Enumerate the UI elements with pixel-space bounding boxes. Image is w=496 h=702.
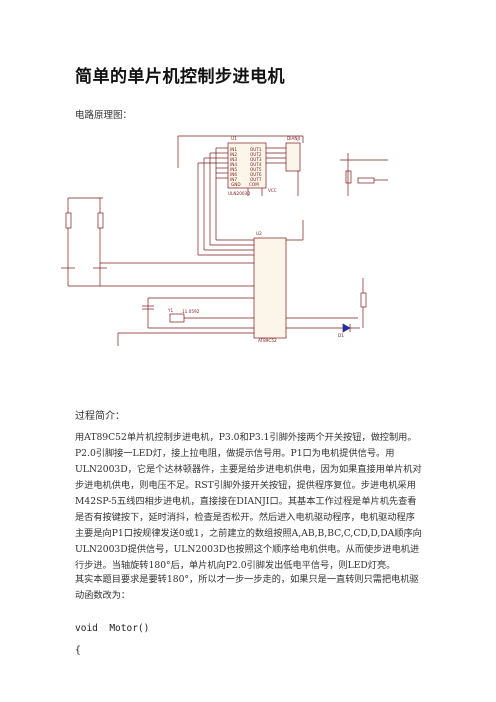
u2-part: AT89C52	[258, 338, 277, 343]
section-heading: 过程简介：	[75, 411, 125, 422]
conn-label: DIANJI	[287, 136, 300, 141]
u1-pin-in7: IN7	[230, 177, 237, 182]
u1-pin-out5: OUT5	[250, 167, 262, 172]
code-line-2: {	[75, 645, 81, 656]
u2-label: U2	[256, 231, 262, 236]
u1-pin-in4: IN4	[230, 162, 237, 167]
gnd-label: GND	[231, 182, 241, 187]
u1-pin-in6: IN6	[230, 172, 237, 177]
u1-part: ULN2003D	[228, 191, 250, 196]
code-line-1: void Motor()	[75, 623, 150, 634]
circuit-label: 电路原理图：	[75, 110, 133, 121]
u1-label: U1	[231, 136, 237, 141]
u1-pin-out2: OUT2	[250, 152, 262, 157]
paragraph-note: 其实本题目要求是要转180°，所以才一步一步走的，如果只是一直转则只需把电机驱动…	[75, 574, 419, 601]
u1-pin-in1: IN1	[230, 147, 237, 152]
u1-pin-in2: IN2	[230, 152, 237, 157]
com-label: COM	[249, 182, 259, 187]
u1-pin-out7: OUT7	[250, 177, 262, 182]
u1-pin-in5: IN5	[230, 167, 237, 172]
page-title: 简单的单片机控制步进电机	[75, 67, 285, 87]
u1-pin-out4: OUT4	[250, 162, 262, 167]
crystal-label: Y1	[167, 308, 174, 313]
paragraph-process: 用AT89C52单片机控制步进电机，P3.0和P3.1引脚外接两个开关按钮，做控…	[75, 432, 422, 571]
circuit-schematic: U1 ULN2003D DIANJI U2 AT89C52 GND COM VC…	[61, 135, 388, 346]
vcc-label: VCC	[268, 188, 277, 193]
led-label: D1	[338, 333, 344, 338]
u1-pin-out6: OUT6	[250, 172, 262, 177]
crystal-value: 11.0592	[182, 309, 200, 314]
u1-pin-out1: OUT1	[250, 147, 262, 152]
u1-pin-in3: IN3	[230, 157, 237, 162]
u1-pin-out3: OUT3	[250, 157, 262, 162]
